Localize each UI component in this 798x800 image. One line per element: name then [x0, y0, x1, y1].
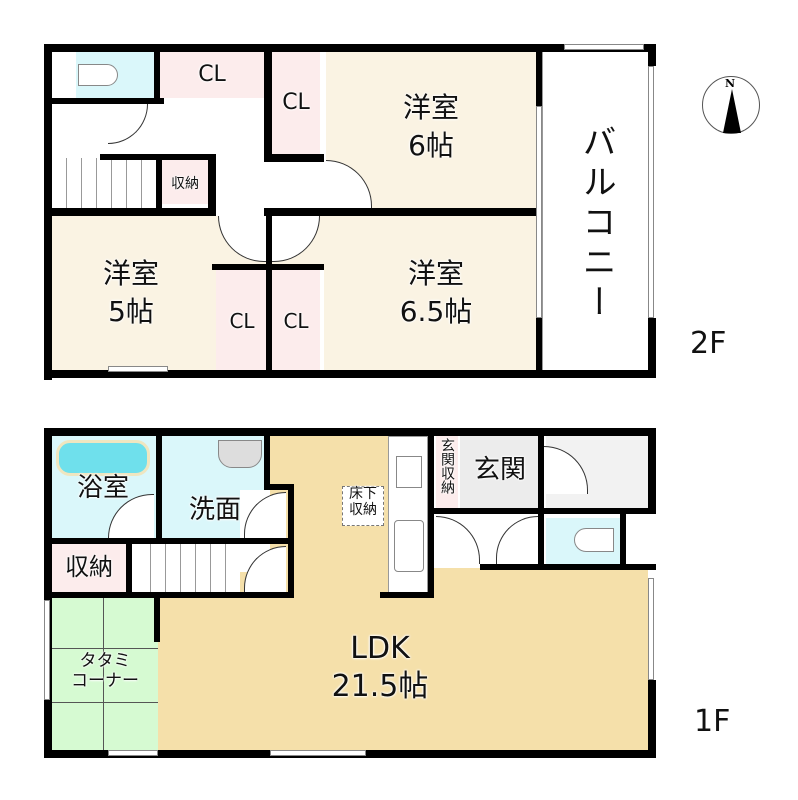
stairs-2f	[52, 158, 156, 210]
closet-right-2f	[272, 52, 320, 154]
bath-label: 浴室	[76, 473, 129, 503]
western-6-size: 6帖	[408, 129, 454, 162]
western-65-size: 6.5帖	[399, 295, 473, 328]
closet-b-2f	[272, 270, 320, 372]
sink	[218, 440, 262, 468]
door-arc	[496, 516, 538, 564]
kitchen-sink-icon	[394, 520, 424, 572]
western-room-5	[52, 216, 220, 370]
ldk-name: LDK	[350, 631, 410, 666]
closet-top-2f	[160, 52, 264, 98]
western-5-size: 5帖	[108, 295, 154, 328]
storage-1f-label: 収納	[65, 553, 113, 581]
entry-storage	[436, 434, 458, 510]
western-65-name: 洋室	[407, 257, 464, 290]
underfloor-storage	[342, 486, 384, 526]
closet-a-2f	[216, 270, 266, 372]
toilet-fixture-2f	[78, 64, 118, 86]
ldk-right	[430, 568, 648, 578]
stairs-1f	[136, 544, 240, 594]
tatami-corner	[52, 598, 158, 752]
balcony	[542, 48, 650, 376]
toilet-fixture-1f	[574, 528, 614, 552]
closet-a-label: CL	[229, 309, 255, 333]
closet-top-label: CL	[198, 62, 226, 87]
closet-b-label: CL	[283, 309, 309, 333]
door-arc	[244, 546, 286, 592]
door-arc	[436, 516, 480, 564]
entry-label: 玄関	[473, 455, 526, 485]
entry-storage-label: 玄関収納	[439, 438, 455, 494]
compass: N	[702, 76, 760, 134]
balcony-label: バルコニー	[576, 124, 617, 324]
underfloor-label: 床下 収納	[349, 486, 377, 519]
entry	[460, 434, 538, 510]
storage-1f	[52, 544, 126, 594]
ldk-size: 21.5帖	[331, 669, 429, 704]
north-arrow-icon	[723, 89, 741, 133]
western-room-65b	[324, 266, 536, 372]
stove-icon	[396, 456, 422, 488]
bathtub	[56, 440, 150, 476]
storage-2f	[162, 160, 208, 204]
washroom-label: 洗面	[188, 495, 241, 525]
compass-n-label: N	[725, 77, 736, 90]
storage-2f-label: 収納	[171, 176, 199, 192]
closet-right-label: CL	[282, 90, 310, 115]
ldk-main	[158, 572, 648, 752]
western-5-name: 洋室	[102, 257, 159, 290]
floor-label-1f: 1F	[694, 704, 731, 739]
western-6-name: 洋室	[402, 91, 459, 124]
floor-label-2f: 2F	[690, 326, 727, 361]
tatami-label: タタミ コーナー	[71, 651, 139, 691]
